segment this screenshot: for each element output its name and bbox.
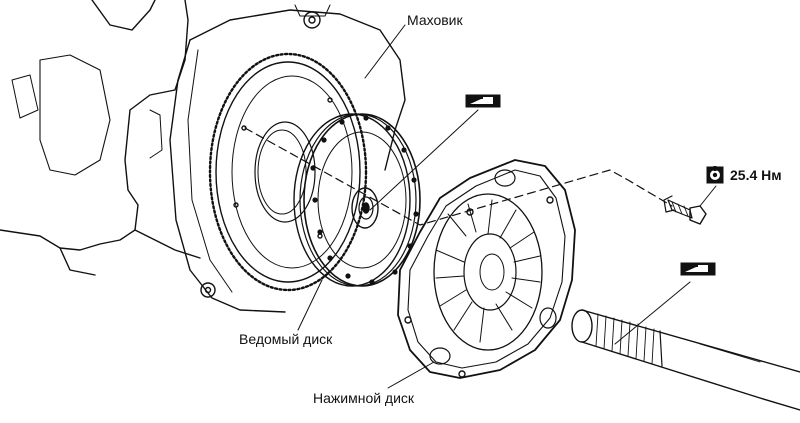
leader-lines bbox=[297, 24, 717, 389]
torque-spec: 25.4 Нм bbox=[706, 166, 782, 184]
mounting-bolt bbox=[663, 195, 707, 225]
pressure-plate-label: Нажимной диск bbox=[313, 390, 415, 406]
torque-wrench-icon bbox=[706, 166, 724, 184]
input-shaft bbox=[571, 309, 800, 411]
flywheel-label: Маховик bbox=[407, 12, 463, 28]
alignment-line bbox=[244, 127, 673, 226]
flywheel bbox=[208, 52, 368, 292]
torque-value: 25.4 Нм bbox=[730, 167, 782, 183]
bell-housing bbox=[169, 4, 406, 313]
pressure-plate bbox=[397, 159, 576, 379]
driven-disc-label: Ведомый диск bbox=[239, 331, 333, 347]
grease-gun-icon bbox=[465, 94, 501, 108]
grease-gun-icon bbox=[680, 262, 716, 276]
